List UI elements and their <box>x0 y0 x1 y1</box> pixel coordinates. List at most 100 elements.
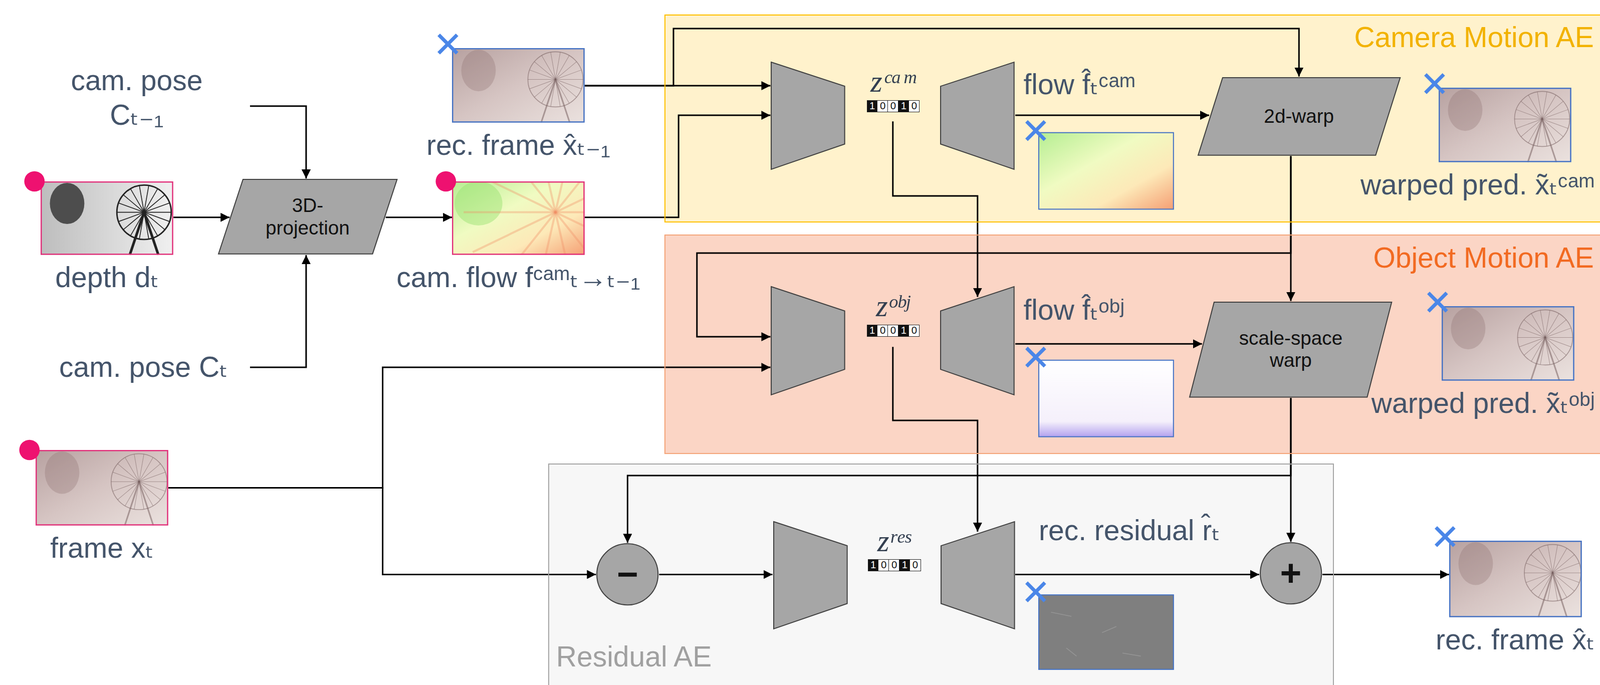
parallelogram <box>1198 77 1401 156</box>
flow-arrow <box>584 115 771 218</box>
latent-bits: 10010 <box>866 324 920 337</box>
operator-symbol: − <box>616 556 639 593</box>
flow-arrow <box>385 216 452 218</box>
flow-arrow <box>1322 573 1450 576</box>
drawn-line <box>139 481 168 483</box>
flow-arrow <box>1015 114 1210 117</box>
trapezoid <box>940 521 1015 629</box>
drawn-line <box>117 211 145 213</box>
operator-text-box: + <box>1259 541 1323 605</box>
drawn-line <box>139 185 145 213</box>
latent-label: zʳᵉˢ <box>846 522 941 560</box>
drawn-rect <box>1038 132 1174 210</box>
trapezoid <box>773 521 848 629</box>
drawn-line <box>139 481 166 492</box>
drawn-line <box>472 212 556 253</box>
flow-arrow <box>1289 397 1292 542</box>
drawn-line <box>550 52 556 80</box>
image-fill <box>451 181 585 256</box>
drawn-path <box>124 481 154 526</box>
image-thumbnail: rec. frame x̂ₜ₋₁ <box>451 48 585 123</box>
drawn-line <box>123 194 145 213</box>
drawn-ellipse <box>1458 542 1493 586</box>
drawn-line <box>1537 91 1543 119</box>
drawn-ellipse <box>45 451 80 494</box>
band-fill <box>548 463 1334 685</box>
drawn-line <box>1547 545 1553 574</box>
operator-symbol: + <box>1280 555 1302 592</box>
autoencoder: zʳᵉˢ10010 <box>772 520 1016 630</box>
drawn-line <box>555 212 577 256</box>
edge-label-box: flow f̂ₜᶜᵃᵐ <box>1023 67 1136 102</box>
image-content <box>461 49 584 123</box>
parallelogram <box>218 179 397 255</box>
band-title-box: Residual AE <box>556 639 713 673</box>
drawn-path <box>1026 582 1046 602</box>
image-content <box>1458 542 1581 618</box>
input-label: cam. pose Cₜ₋₁ <box>61 63 212 132</box>
parallelogram <box>1189 302 1392 397</box>
image-drawing <box>35 449 169 526</box>
latent-bit: 0 <box>908 324 920 337</box>
trapezoid <box>940 286 1015 395</box>
band-fill <box>664 234 1600 454</box>
drawn-line <box>534 61 556 80</box>
drawn-line <box>1517 337 1546 338</box>
drawn-line <box>139 472 166 482</box>
latent-box: zᵒᵇʲ10010 <box>844 287 941 337</box>
drawn-path <box>541 79 570 123</box>
drawn-line <box>117 463 140 482</box>
drawn-line <box>498 181 556 213</box>
edge-label-box: flow f̂ₜᵒᵇʲ <box>1023 292 1125 327</box>
connectors <box>168 28 1450 575</box>
flow-arrow <box>658 573 773 576</box>
latent-bit: 1 <box>898 559 910 572</box>
drawn-line <box>555 181 585 213</box>
drawn-line <box>1519 337 1546 347</box>
band-fills <box>548 14 1600 685</box>
flow-arrow <box>584 28 1299 86</box>
drawn-line <box>144 194 166 213</box>
drawn-line <box>529 69 556 80</box>
image-border <box>41 182 173 255</box>
drawn-line <box>1524 572 1553 574</box>
image-caption: depth dₜ <box>55 260 159 295</box>
drawn-path <box>1026 121 1046 140</box>
drawn-line <box>529 79 556 89</box>
drawn-line <box>1525 572 1553 583</box>
flow-image-object <box>1026 347 1174 437</box>
operation-box: 2d-warp <box>1197 76 1402 157</box>
drawn-path <box>1530 337 1560 381</box>
latent-bit: 1 <box>866 100 878 113</box>
edge-label: flow f̂ₜᶜᵃᵐ <box>1023 67 1136 102</box>
drawn-line <box>1516 119 1543 129</box>
drawn-line <box>1542 118 1570 120</box>
image-caption: cam. flow fᶜᵃᵐₜ→ₜ₋₁ <box>396 260 640 295</box>
cross-mark <box>1435 527 1455 547</box>
latent-bit: 1 <box>867 559 879 572</box>
band-title: Camera Motion AE <box>1353 20 1594 54</box>
flow-arrow <box>1015 343 1203 345</box>
drawn-path <box>129 212 159 256</box>
drawn-line <box>1542 101 1564 119</box>
caption-box: rec. frame x̂ₜ <box>1435 622 1595 657</box>
latent-box: zʳᵉˢ10010 <box>846 522 941 572</box>
drawn-line <box>1552 563 1579 573</box>
caption-box: warped pred. x̃ₜᶜᵃᵐ <box>1360 167 1595 202</box>
latent-bit: 0 <box>908 100 920 113</box>
edge-label-box: rec. residual r̂ₜ <box>1038 513 1221 548</box>
drawn-line <box>463 211 556 214</box>
latent-bit: 0 <box>909 559 921 572</box>
image-caption: warped pred. x̃ₜᵒᵇʲ <box>1371 385 1595 420</box>
drawn-line <box>555 61 577 80</box>
operator-circle: − <box>595 542 659 606</box>
image-fill <box>1449 540 1582 618</box>
image-content <box>454 181 585 256</box>
latent-bit: 0 <box>876 100 888 113</box>
image-content <box>50 182 172 256</box>
image-thumbnail: cam. flow fᶜᵃᵐₜ→ₜ₋₁ <box>451 181 585 256</box>
drawn-ellipse <box>50 182 85 224</box>
drawn-line <box>555 79 582 89</box>
image-border <box>452 48 584 122</box>
residual-image <box>1026 582 1174 670</box>
